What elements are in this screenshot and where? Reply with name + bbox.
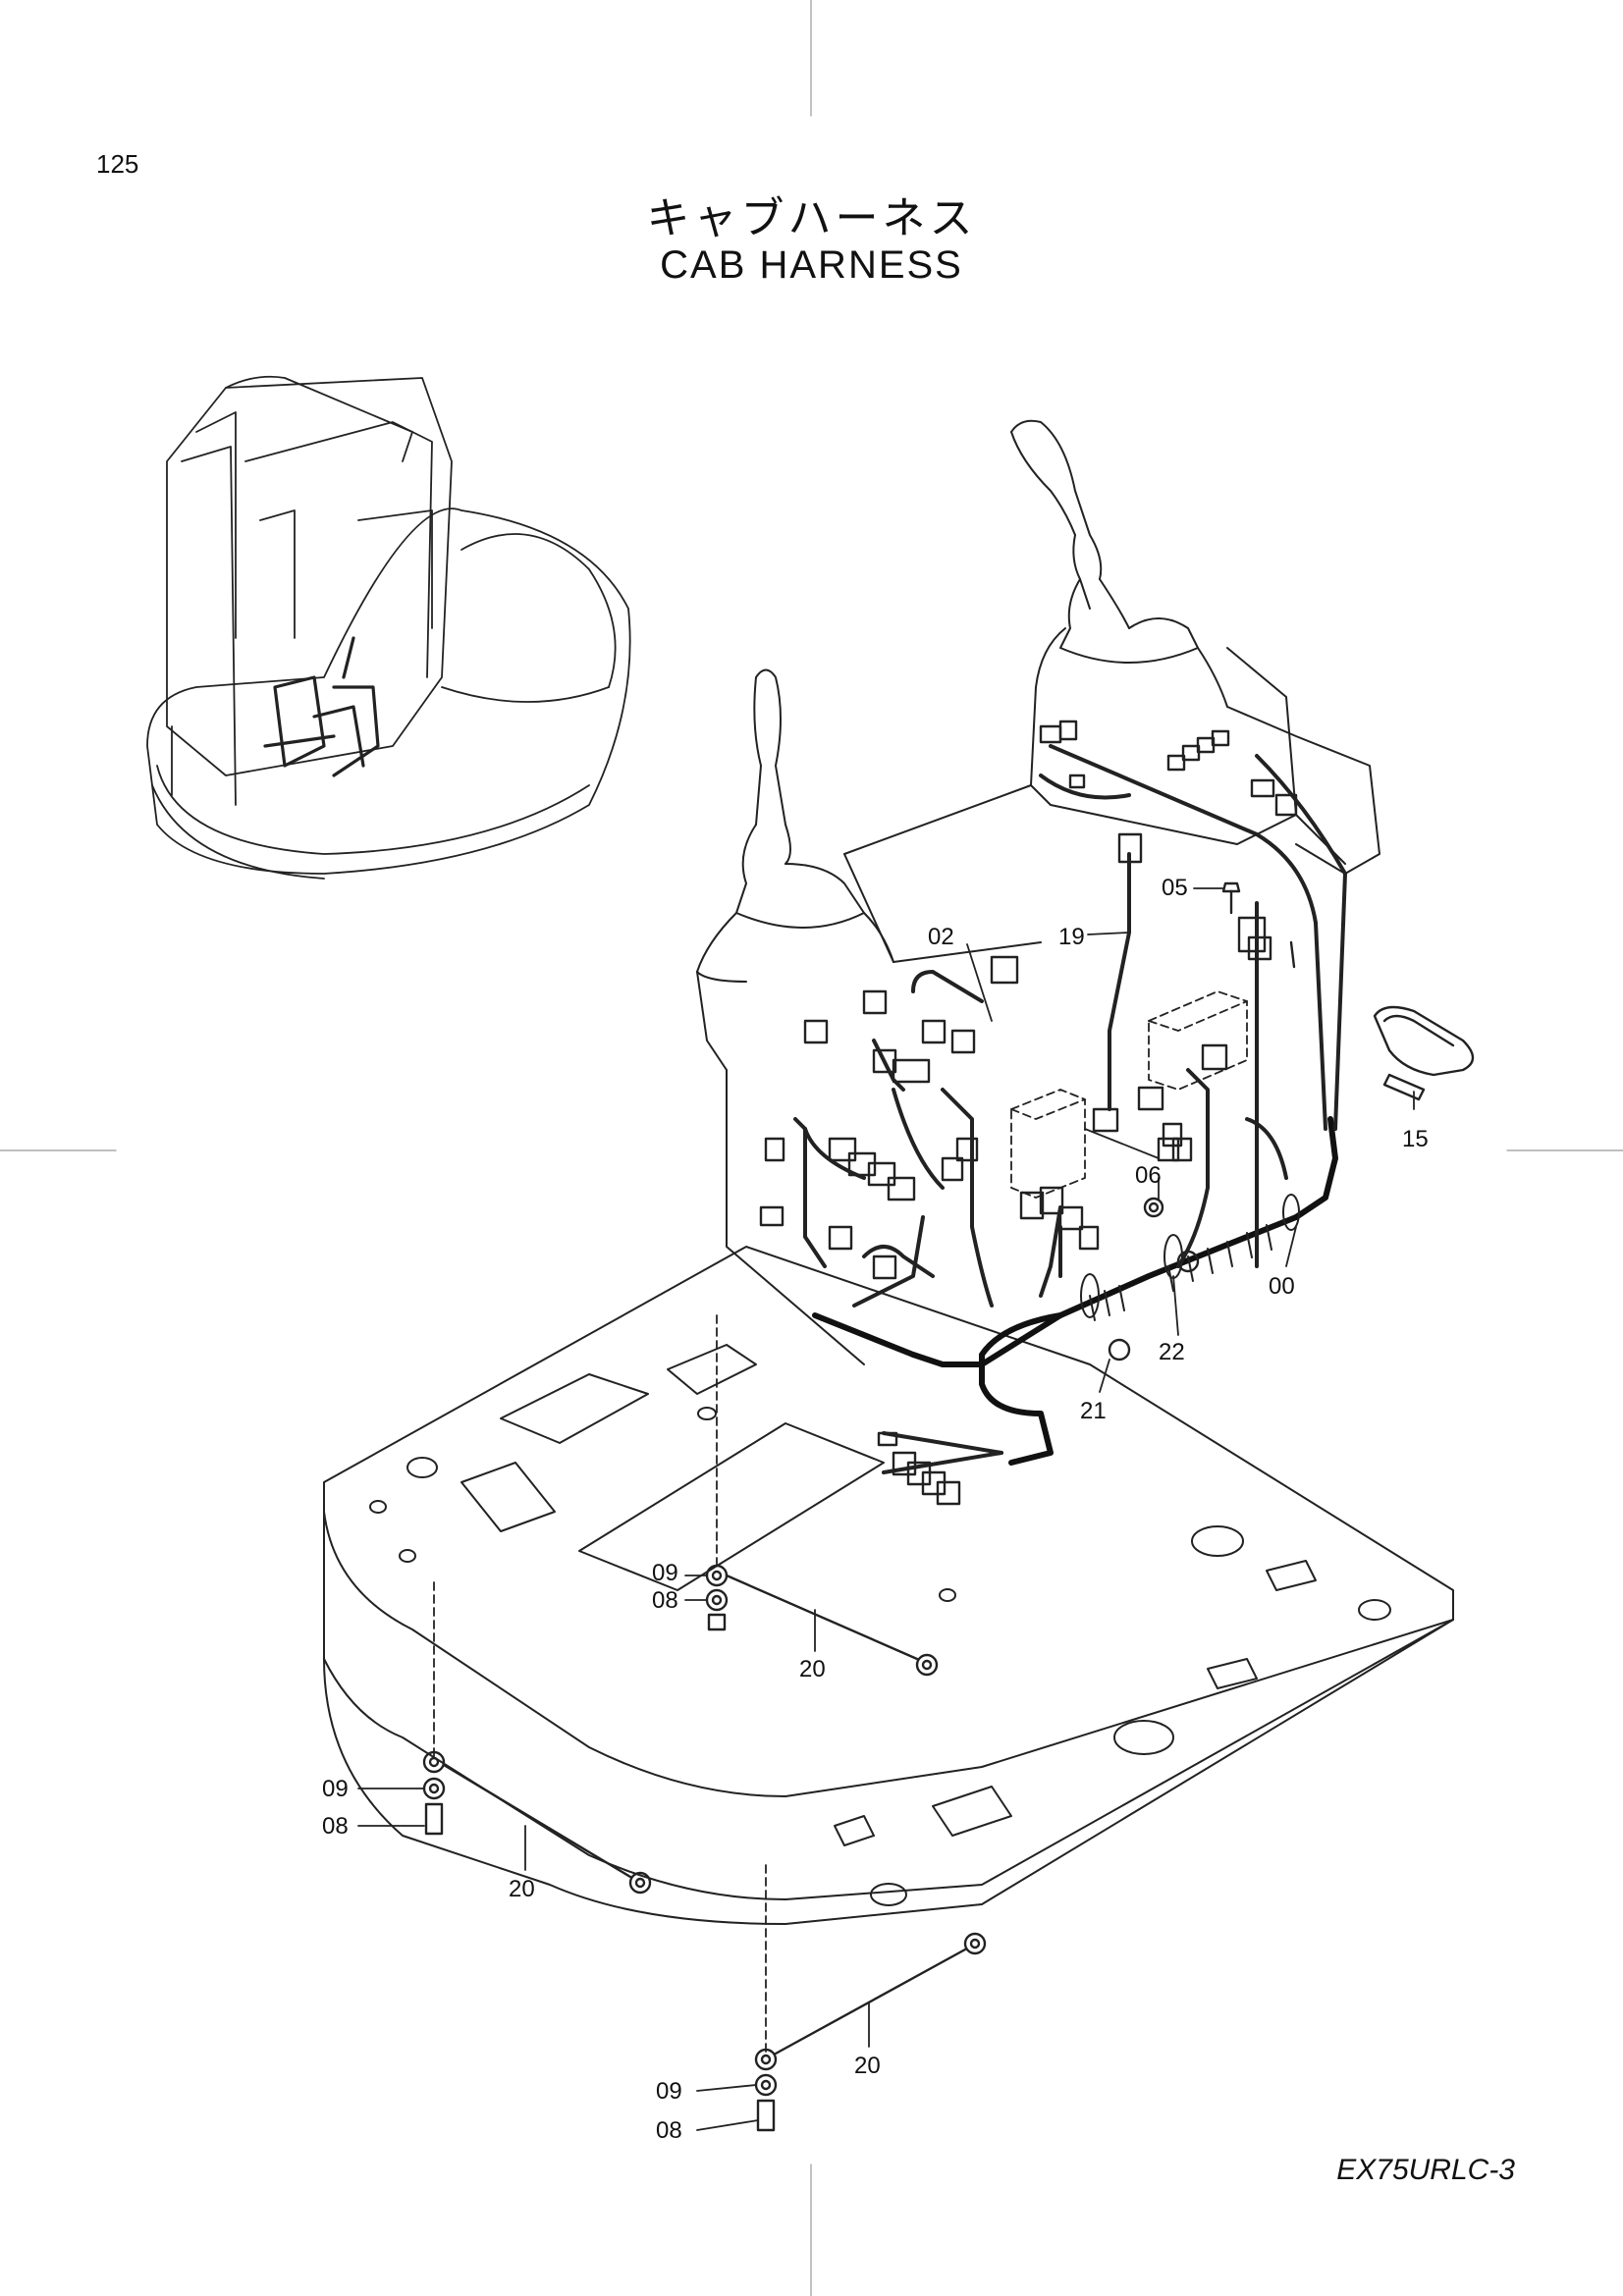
callout-02: 02 <box>928 924 954 950</box>
title-japanese: キャブハーネス <box>646 193 977 243</box>
callout-08-lower: 08 <box>656 2117 682 2144</box>
callout-15: 15 <box>1402 1126 1429 1152</box>
connectors <box>759 720 1298 1506</box>
branch-wires <box>793 744 1347 1474</box>
callout-09-left: 09 <box>322 1776 349 1802</box>
callout-00: 00 <box>1269 1273 1295 1300</box>
cab-overview-illustration <box>146 375 631 880</box>
callout-09-lower: 09 <box>656 2078 682 2105</box>
leader-lines <box>357 887 1415 2131</box>
fasteners <box>422 881 1296 2132</box>
page-number: 125 <box>96 149 139 179</box>
callout-22: 22 <box>1159 1339 1185 1365</box>
left-console <box>696 668 1042 1365</box>
callout-labels: 02 19 05 15 06 00 22 21 09 08 20 09 08 2… <box>322 875 1429 2144</box>
callout-05: 05 <box>1162 875 1188 901</box>
cable-tie <box>1373 1005 1475 1101</box>
callout-21: 21 <box>1080 1398 1107 1424</box>
floor-plate <box>323 1246 1454 1925</box>
callout-08-left: 08 <box>322 1813 349 1840</box>
title-english: CAB HARNESS <box>660 243 963 287</box>
callout-09-upper: 09 <box>652 1560 678 1586</box>
relay-brackets <box>433 990 1248 2057</box>
ground-straps <box>442 1574 967 2056</box>
right-console <box>1010 419 1380 875</box>
callout-08-upper: 08 <box>652 1587 678 1614</box>
callout-20-left: 20 <box>509 1876 535 1902</box>
callout-19: 19 <box>1058 924 1085 950</box>
callout-06: 06 <box>1135 1162 1162 1189</box>
model-code: EX75URLC-3 <box>1336 2154 1515 2186</box>
callout-20-lower: 20 <box>854 2053 881 2079</box>
callout-20-upper: 20 <box>799 1656 826 1682</box>
